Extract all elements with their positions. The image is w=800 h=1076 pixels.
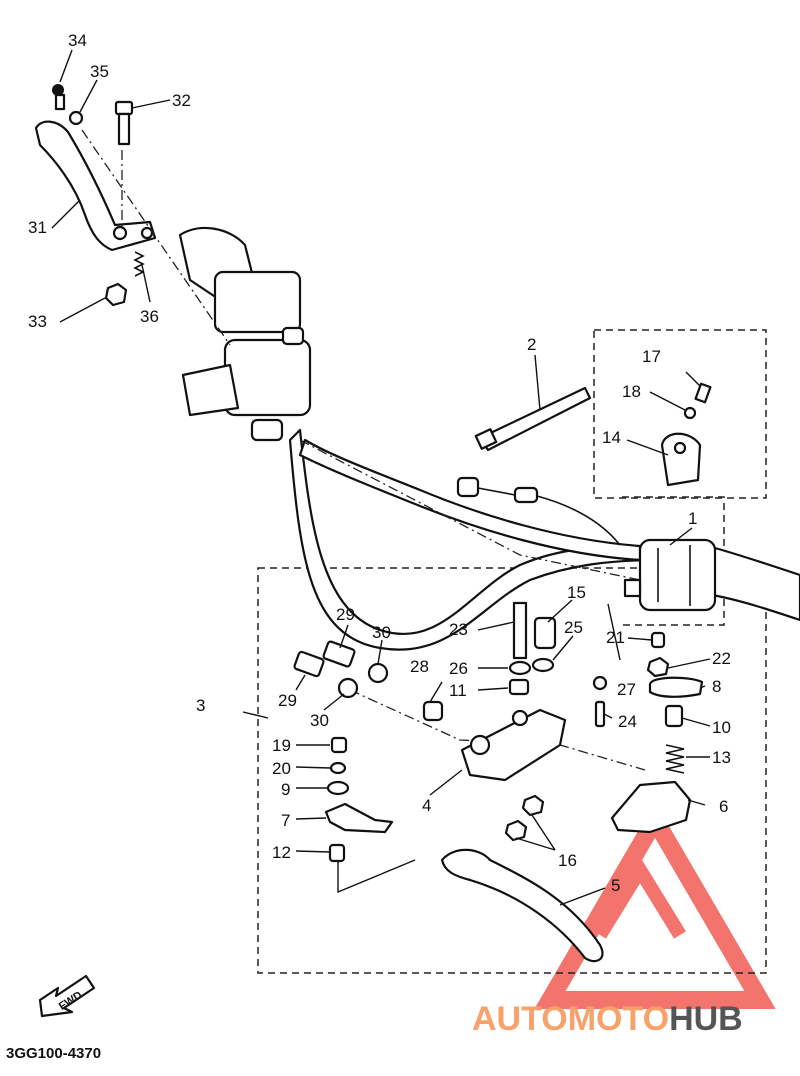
clutch-grip-assembly — [178, 226, 312, 442]
callout-8: 8 — [712, 677, 721, 696]
screw-34 — [52, 84, 66, 111]
watermark-triangle — [534, 802, 776, 1009]
boot-28 — [422, 700, 444, 722]
switch-cable — [456, 476, 621, 546]
cable-strap-2 — [474, 386, 592, 452]
plate-7 — [324, 802, 394, 834]
group-box-1 — [622, 496, 725, 626]
bolt-32 — [114, 100, 134, 146]
watermark-part2: HUB — [669, 1000, 743, 1038]
callout-11: 11 — [449, 681, 467, 700]
callout-20: 20 — [272, 759, 291, 778]
pin-10 — [664, 704, 684, 728]
watermark-part1: AUTOMOTO — [472, 1000, 669, 1038]
washer-25 — [531, 657, 555, 673]
leader-lines — [51, 49, 711, 906]
callout-10: 10 — [712, 718, 731, 737]
callout-17: 17 — [642, 347, 661, 366]
screw-17 — [694, 382, 712, 404]
callout-7: 7 — [281, 811, 290, 830]
washer-35 — [68, 110, 84, 126]
callout-5: 5 — [611, 876, 620, 895]
washer-26 — [508, 660, 532, 676]
group-box-14 — [593, 329, 767, 499]
washer-9 — [326, 780, 350, 796]
callout-18: 18 — [622, 382, 641, 401]
callout-14: 14 — [602, 428, 621, 447]
bolt-15 — [533, 616, 557, 650]
callout-1: 1 — [688, 509, 697, 528]
callout-23: 23 — [449, 620, 468, 639]
watermark-text: AUTOMOTOHUB — [472, 1000, 743, 1038]
fwd-arrow: FWD — [38, 974, 96, 1018]
callout-31: 31 — [28, 218, 47, 237]
callout-22: 22 — [712, 649, 731, 668]
callout-9: 9 — [281, 780, 290, 799]
callout-30a: 30 — [372, 623, 391, 642]
callout-35: 35 — [90, 62, 109, 81]
drawing-code: 3GG100-4370 — [6, 1045, 101, 1062]
washer-27 — [592, 675, 608, 691]
callout-2: 2 — [527, 335, 536, 354]
collar-11 — [508, 678, 530, 696]
callout-29b: 29 — [278, 691, 297, 710]
callout-27: 27 — [617, 680, 636, 699]
lever-5 — [440, 848, 604, 963]
clamp-14 — [660, 432, 702, 487]
nuts-16 — [504, 794, 545, 842]
callout-15: 15 — [567, 583, 586, 602]
callout-28: 28 — [410, 657, 429, 676]
group-box-3 — [257, 567, 767, 974]
pin-24 — [594, 700, 606, 728]
screw-19 — [330, 736, 348, 754]
spring-36 — [133, 251, 145, 277]
screw-21 — [650, 631, 666, 649]
callout-29a: 29 — [336, 605, 355, 624]
callout-26: 26 — [449, 659, 468, 678]
clutch-lever — [34, 120, 157, 252]
nut-12 — [328, 843, 346, 863]
callout-4: 4 — [422, 796, 431, 815]
callout-30b: 30 — [310, 711, 329, 730]
callout-24: 24 — [618, 712, 637, 731]
callout-19: 19 — [272, 736, 291, 755]
washer-18 — [683, 406, 697, 420]
callout-3: 3 — [196, 696, 205, 715]
callout-34: 34 — [68, 31, 87, 50]
adjuster-29a — [322, 640, 356, 668]
callout-21: 21 — [606, 628, 625, 647]
callout-12: 12 — [272, 843, 291, 862]
washer-20 — [329, 761, 347, 775]
callout-16: 16 — [558, 851, 577, 870]
bracket-4 — [460, 708, 567, 782]
nut-22 — [646, 656, 670, 678]
callout-25: 25 — [564, 618, 583, 637]
lever-holder-6 — [610, 780, 692, 834]
adjuster-29b — [293, 650, 325, 678]
plate-8 — [648, 676, 704, 698]
nut-30b — [337, 677, 359, 699]
nut-33 — [104, 282, 128, 307]
spring-13 — [665, 744, 685, 774]
svg-text:AUTOMOTOHUB: AUTOMOTOHUB — [472, 1000, 743, 1038]
callout-36: 36 — [140, 307, 159, 326]
callout-13: 13 — [712, 748, 731, 767]
bolt-23 — [512, 601, 528, 660]
callout-6: 6 — [719, 797, 728, 816]
callout-labels: 34 35 32 31 33 36 2 17 18 14 1 15 3 29 3… — [28, 31, 731, 895]
callout-33: 33 — [28, 312, 47, 331]
callout-32: 32 — [172, 91, 191, 110]
nut-30a — [367, 662, 389, 684]
